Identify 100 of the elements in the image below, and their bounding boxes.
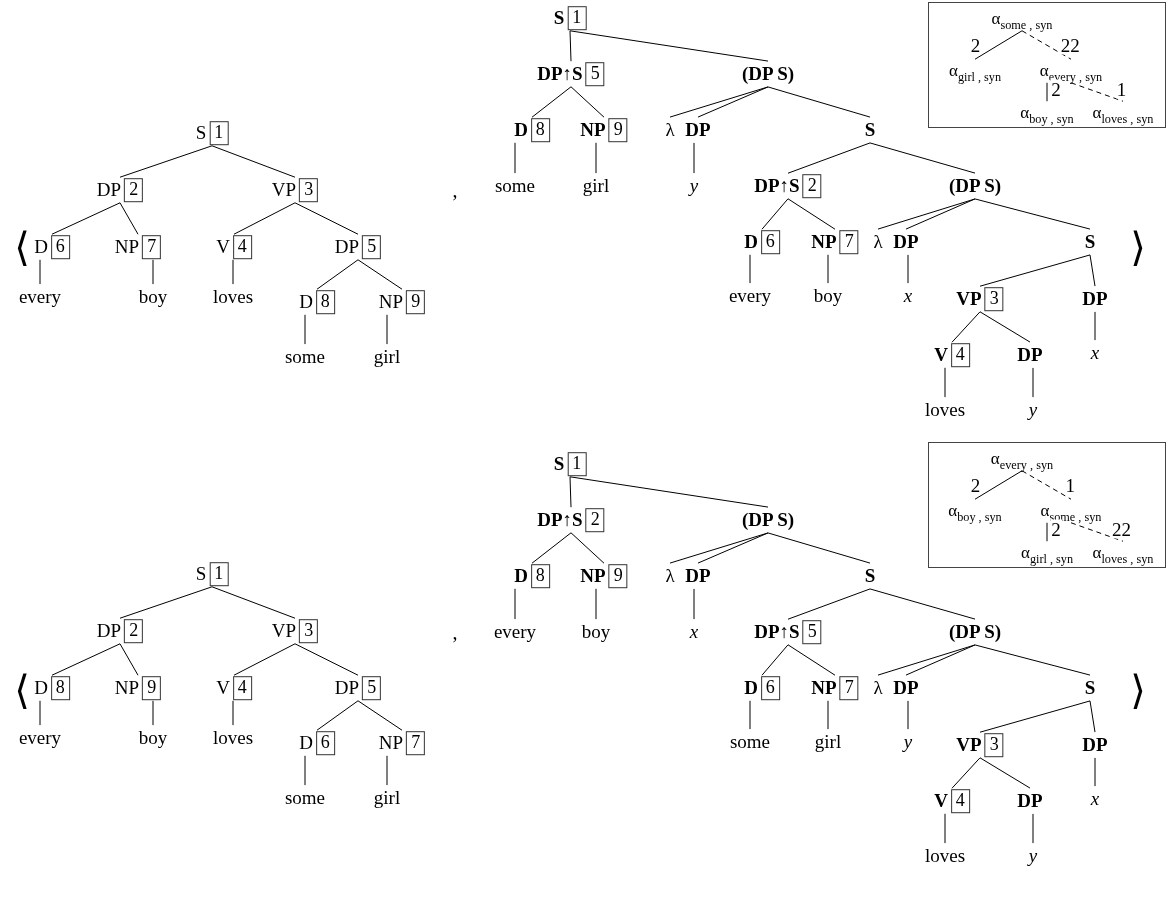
derivation-node-label: α$_{every , syn}$	[990, 447, 1054, 471]
category-label: D	[744, 677, 758, 699]
tree-branch	[51, 202, 121, 235]
variable-label: x	[689, 619, 699, 645]
tree-node-label: every	[493, 619, 537, 645]
tree-branch	[152, 259, 154, 285]
tree-node-label: DP	[1017, 788, 1043, 814]
tree-branch	[304, 314, 306, 345]
tree-branch	[531, 532, 572, 564]
category-label: S	[553, 453, 565, 475]
category-label: D	[299, 732, 313, 754]
derivation-edge	[1070, 522, 1124, 542]
tree-node-label: every	[18, 284, 62, 310]
tree-branch	[232, 700, 234, 726]
tree-branch	[211, 145, 296, 178]
tree-branch	[767, 86, 871, 118]
tree-node-label: S	[1084, 675, 1096, 701]
tree-branch	[316, 700, 359, 731]
category-label: DP↑S	[754, 175, 800, 197]
tree-branch	[979, 311, 1031, 343]
tree-branch	[531, 86, 572, 118]
tree-branch	[749, 254, 751, 284]
tree-branch	[304, 755, 306, 786]
tree-branch	[951, 757, 981, 789]
category-label: S	[553, 7, 565, 29]
variable-label: y	[1028, 397, 1038, 423]
tree-branch	[514, 588, 516, 620]
category-label: VP	[956, 734, 982, 756]
category-label: NP	[811, 677, 837, 699]
category-label: DP	[334, 236, 360, 258]
category-label: D	[514, 565, 528, 587]
tree-branch	[119, 202, 139, 235]
tree-branch	[39, 259, 41, 285]
tree-branch	[51, 643, 121, 676]
derivation-node-label: α$_{loves , syn}$	[1092, 541, 1154, 565]
tree-node-label: some	[284, 785, 326, 811]
category-label: DP↑S	[754, 621, 800, 643]
tree-node-label: every	[728, 283, 772, 309]
variable-label: y	[1028, 843, 1038, 869]
comma-mark: ,	[452, 180, 458, 200]
tree-branch	[211, 586, 296, 619]
derivation-node-label: α$_{girl , syn}$	[948, 59, 1002, 83]
tree-node-label: loves	[924, 843, 966, 869]
category-label: V	[934, 344, 948, 366]
angle-bracket: ⟨	[14, 227, 30, 267]
tree-node-label: DP	[1082, 732, 1108, 758]
tree-branch	[787, 588, 871, 620]
tree-branch	[1089, 700, 1096, 733]
tree-node-label: DP	[1082, 286, 1108, 312]
tree-node-label: (DP S)	[948, 173, 1002, 199]
tree-node-label: S	[1084, 229, 1096, 255]
tree-branch	[569, 476, 572, 508]
variable-label: λ	[665, 117, 675, 143]
tree-branch	[761, 644, 789, 676]
category-label: D	[34, 677, 48, 699]
tree-node-label: loves	[212, 725, 254, 751]
category-label: V	[216, 677, 230, 699]
tree-branch	[514, 142, 516, 174]
category-label: DP	[334, 677, 360, 699]
tree-node-label: some	[494, 173, 536, 199]
tree-branch	[767, 532, 871, 564]
tree-node-label: (DP S)	[741, 507, 795, 533]
tree-branch	[905, 644, 976, 676]
tree-branch	[944, 367, 946, 398]
tree-branch	[979, 700, 1091, 733]
angle-bracket: ⟩	[1130, 670, 1146, 710]
tree-node-label: some	[284, 344, 326, 370]
tree-branch	[761, 198, 789, 230]
tree-node-label: girl	[582, 173, 610, 199]
category-label: NP	[378, 291, 404, 313]
tree-branch	[787, 198, 836, 230]
tree-branch	[357, 259, 403, 290]
tree-node-label: every	[18, 725, 62, 751]
tree-branch	[316, 259, 359, 290]
tree-branch	[697, 532, 769, 564]
category-label: D	[744, 231, 758, 253]
tree-branch	[569, 476, 769, 508]
tree-branch	[386, 755, 388, 786]
tree-branch	[1094, 757, 1096, 787]
category-label: NP	[580, 119, 606, 141]
category-label: DP	[96, 620, 122, 642]
variable-label: y	[689, 173, 699, 199]
tree-branch	[787, 644, 836, 676]
tree-branch	[569, 30, 769, 62]
category-label: VP	[271, 179, 297, 201]
category-label: NP	[378, 732, 404, 754]
variable-label: λ	[873, 229, 883, 255]
tree-branch	[787, 142, 871, 174]
tree-branch	[294, 643, 359, 676]
category-label: D	[514, 119, 528, 141]
category-label: NP	[114, 236, 140, 258]
category-label: NP	[114, 677, 140, 699]
tree-branch	[569, 30, 572, 62]
tree-branch	[827, 254, 829, 284]
tree-branch	[233, 202, 296, 235]
tree-branch	[119, 145, 213, 178]
tree-branch	[693, 588, 695, 620]
tree-node-label: S	[864, 117, 876, 143]
category-label: S	[195, 563, 207, 585]
comma-mark: ,	[452, 622, 458, 642]
